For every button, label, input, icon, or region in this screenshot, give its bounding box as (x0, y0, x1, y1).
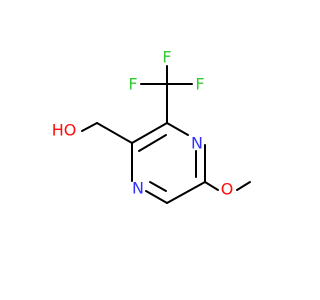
bond-c6-n1 (145, 190, 168, 204)
bond-c5-o (204, 181, 219, 191)
ring-bonds (131, 122, 206, 204)
atom-labels: N N HO O F F F (52, 48, 234, 199)
substituent-bonds (81, 65, 251, 191)
bond-c2-ch2 (96, 122, 133, 144)
atom-hydroxyl: HO (52, 121, 77, 140)
atom-n-left: N (132, 179, 144, 198)
atom-fluorine-left: F (128, 75, 137, 94)
atom-fluorine-top: F (162, 48, 171, 67)
atom-fluorine-right: F (195, 75, 204, 94)
bond-c3-n4 (166, 122, 189, 136)
bond-o-ch3 (236, 181, 251, 191)
molecule-structure: N N HO O F F F (52, 48, 251, 204)
bond-c2-c3 (131, 122, 168, 144)
bond-c6-n1-inner (149, 181, 167, 192)
atom-methoxy-oxygen: O (221, 180, 234, 199)
atom-n-top: N (191, 134, 203, 153)
bond-c2-c3-inner (138, 134, 167, 152)
bond-c5-c6 (166, 181, 206, 204)
bond-ch2-oh (81, 122, 98, 132)
